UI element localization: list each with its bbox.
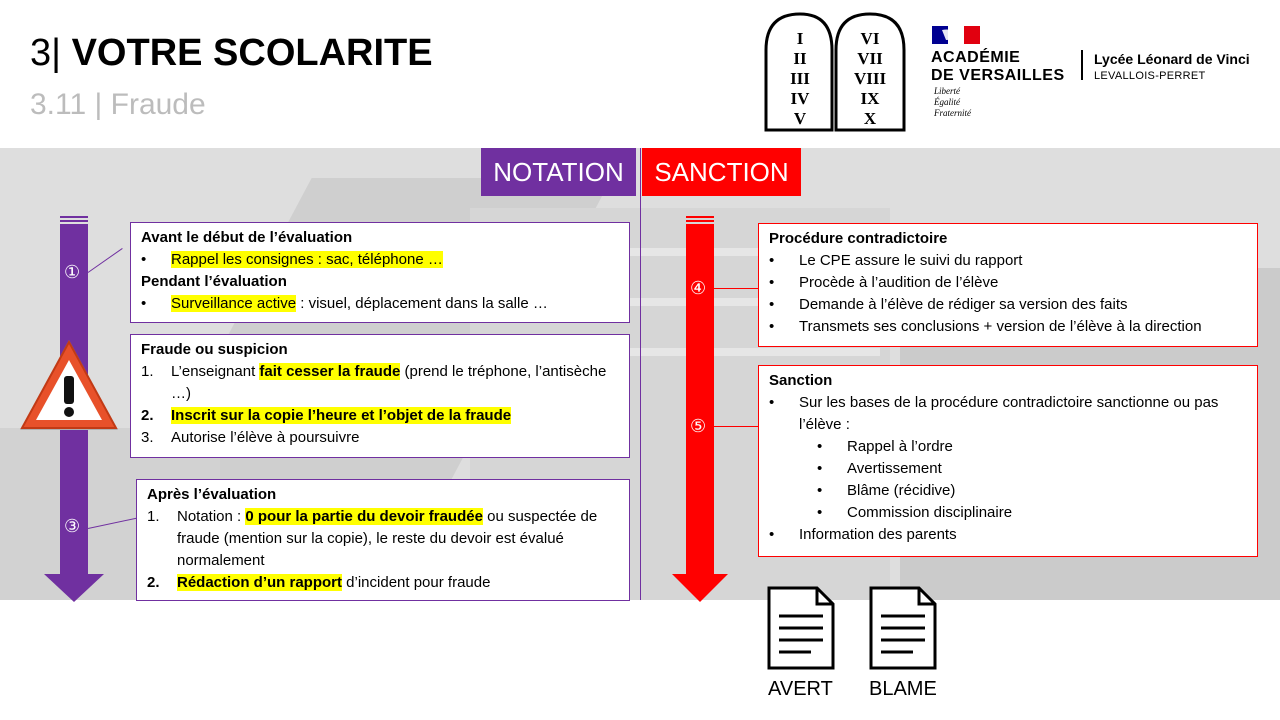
tablet-left-2: II xyxy=(793,49,807,68)
connector-step-4 xyxy=(714,288,758,289)
page-subtitle: 3.11 | Fraude xyxy=(30,88,206,121)
box1-heading-before: Avant le début de l’évaluation xyxy=(141,229,353,246)
tablet-right-10: X xyxy=(864,109,877,128)
tablet-right-9: IX xyxy=(861,89,881,108)
list-item: 3. Autorise l’élève à poursuivre xyxy=(141,429,360,446)
page-title: 3| VOTRE SCOLARITE xyxy=(30,30,433,76)
marianne-flag-icon xyxy=(932,26,980,44)
list-item: •Sur les bases de la procédure contradic… xyxy=(769,394,1219,433)
list-item: •Blâme (récidive) xyxy=(817,482,956,499)
blame-label: BLAME xyxy=(869,678,937,700)
tablet-left-5: V xyxy=(794,109,807,128)
list-item: •Information des parents xyxy=(769,526,957,543)
adversarial-procedure-box: Procédure contradictoire •Le CPE assure … xyxy=(758,223,1258,347)
list-item: • Surveillance active : visuel, déplacem… xyxy=(141,295,548,312)
active-supervision: Surveillance active xyxy=(171,295,297,312)
blame-document-icon xyxy=(869,586,937,670)
sanction-timeline-arrow xyxy=(672,216,728,602)
connector-step-5 xyxy=(714,426,758,427)
tablets-of-law-logo: I II III IV V VI VII VIII IX X xyxy=(764,12,906,132)
list-item: •Procède à l’audition de l’élève xyxy=(769,274,999,291)
lycee-name: Lycée Léonard de Vinci xyxy=(1094,51,1250,67)
lycee-city: LEVALLOIS-PERRET xyxy=(1094,70,1206,82)
list-item: •Transmets ses conclusions + version de … xyxy=(769,318,1202,335)
sanction-box: Sanction •Sur les bases de la procédure … xyxy=(758,365,1258,557)
tablet-right-8: VIII xyxy=(854,69,887,88)
section-number: 3| xyxy=(30,32,62,74)
box4-heading: Procédure contradictoire xyxy=(769,230,948,247)
list-item: 2. Inscrit sur la copie l’heure et l’obj… xyxy=(141,407,512,424)
motto-liberte: Liberté xyxy=(934,86,960,96)
after-evaluation-box: Après l’évaluation 1. Notation : 0 pour … xyxy=(136,479,630,601)
box2-heading: Fraude ou suspicion xyxy=(141,341,288,358)
step-3-marker: ③ xyxy=(64,516,81,536)
list-item: 1. L’enseignant fait cesser la fraude (p… xyxy=(141,363,607,402)
motto-egalite: Égalité xyxy=(934,97,960,107)
instructions-reminder: Rappel les consignes : sac, téléphone … xyxy=(171,251,443,268)
box3-heading: Après l’évaluation xyxy=(147,486,277,503)
tablet-left-1: I xyxy=(797,29,804,48)
tablet-right-7: VII xyxy=(857,49,883,68)
step-1-marker: ① xyxy=(64,262,81,282)
before-during-evaluation-box: Avant le début de l’évaluation • Rappel … xyxy=(130,222,630,323)
column-divider xyxy=(640,148,641,600)
academie-line-2: DE VERSAILLES xyxy=(931,67,1065,84)
list-item: 2. Rédaction d’un rapport d’incident pou… xyxy=(147,574,491,591)
logo-separator xyxy=(1081,50,1083,80)
step-5-marker: ⑤ xyxy=(690,416,707,436)
section-title: VOTRE SCOLARITE xyxy=(71,32,433,74)
list-item: •Commission disciplinaire xyxy=(817,504,1013,521)
box1-heading-during: Pendant l’évaluation xyxy=(141,273,287,290)
list-item: 1. Notation : 0 pour la partie du devoir… xyxy=(147,508,598,569)
step-4-marker: ④ xyxy=(690,278,707,298)
avert-document-icon xyxy=(767,586,835,670)
list-item: •Demande à l’élève de rédiger sa version… xyxy=(769,296,1128,313)
list-item: •Rappel à l’ordre xyxy=(817,438,953,455)
list-item: •Le CPE assure le suivi du rapport xyxy=(769,252,1023,269)
tablet-left-4: IV xyxy=(791,89,811,108)
sanction-header: SANCTION xyxy=(642,148,801,196)
box5-heading: Sanction xyxy=(769,372,833,389)
tablet-left-3: III xyxy=(790,69,810,88)
tablet-right-6: VI xyxy=(861,29,880,48)
warning-sign-icon xyxy=(20,339,118,430)
avert-label: AVERT xyxy=(768,678,833,700)
fraud-suspicion-box: Fraude ou suspicion 1. L’enseignant fait… xyxy=(130,334,630,458)
list-item: •Avertissement xyxy=(817,460,942,477)
motto-fraternite: Fraternité xyxy=(934,108,971,118)
notation-header: NOTATION xyxy=(481,148,636,196)
list-item: • Rappel les consignes : sac, téléphone … xyxy=(141,251,443,268)
academie-line-1: ACADÉMIE xyxy=(931,49,1021,66)
